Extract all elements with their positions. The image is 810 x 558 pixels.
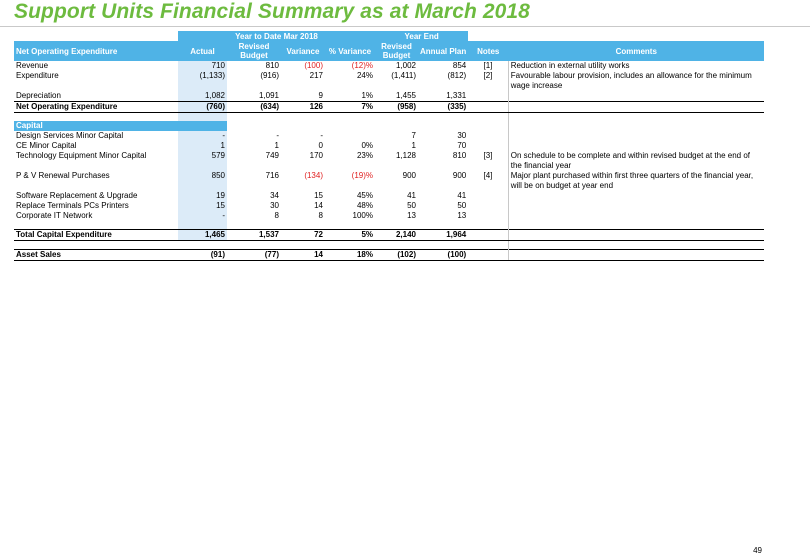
header-year-end-group: Year End <box>375 31 469 41</box>
table-row-capital: Technology Equipment Minor Capital 579 7… <box>14 151 765 171</box>
header-row: Net Operating Expenditure Actual Revised… <box>14 41 765 61</box>
table-row-depreciation: Depreciation 1,082 1,091 9 1% 1,455 1,33… <box>14 91 765 102</box>
table-row-capital: Replace Terminals PCs Printers 15 30 14 … <box>14 201 765 211</box>
financial-summary-table: Year to Date Mar 2018 Year End Net Opera… <box>14 31 765 261</box>
table-row-capital: Design Services Minor Capital - - - 7 30 <box>14 131 765 141</box>
header-actual: Actual <box>178 41 227 61</box>
header-group-row: Year to Date Mar 2018 Year End <box>14 31 765 41</box>
capital-section-header: Capital <box>14 121 765 131</box>
table-row-capital: Corporate IT Network - 8 8 100% 13 13 <box>14 211 765 221</box>
header-comments: Comments <box>508 41 765 61</box>
table-row-capital: Software Replacement & Upgrade 19 34 15 … <box>14 191 765 201</box>
header-ytd-group: Year to Date Mar 2018 <box>178 31 375 41</box>
table-row-total-capital: Total Capital Expenditure 1,465 1,537 72… <box>14 229 765 241</box>
header-notes: Notes <box>468 41 509 61</box>
table-row-capital: P & V Renewal Purchases 850 716 (134) (1… <box>14 171 765 191</box>
table-row-revenue: Revenue 710 810 (100) (12)% 1,002 854 [1… <box>14 61 765 71</box>
page-title: Support Units Financial Summary as at Ma… <box>14 0 530 23</box>
header-pct-variance: % Variance <box>325 41 375 61</box>
header-variance: Variance <box>281 41 325 61</box>
table-row-capital: CE Minor Capital 1 1 0 0% 1 70 <box>14 141 765 151</box>
header-section: Net Operating Expenditure <box>14 41 178 61</box>
title-divider <box>0 26 810 27</box>
table-row-net-operating-total: Net Operating Expenditure (760) (634) 12… <box>14 101 765 113</box>
page-number: 49 <box>753 546 762 555</box>
header-annual-plan: Annual Plan <box>418 41 469 61</box>
table-row-expenditure: Expenditure (1,133) (916) 217 24% (1,411… <box>14 71 765 91</box>
table-row-asset-sales: Asset Sales (91) (77) 14 18% (102) (100) <box>14 249 765 261</box>
